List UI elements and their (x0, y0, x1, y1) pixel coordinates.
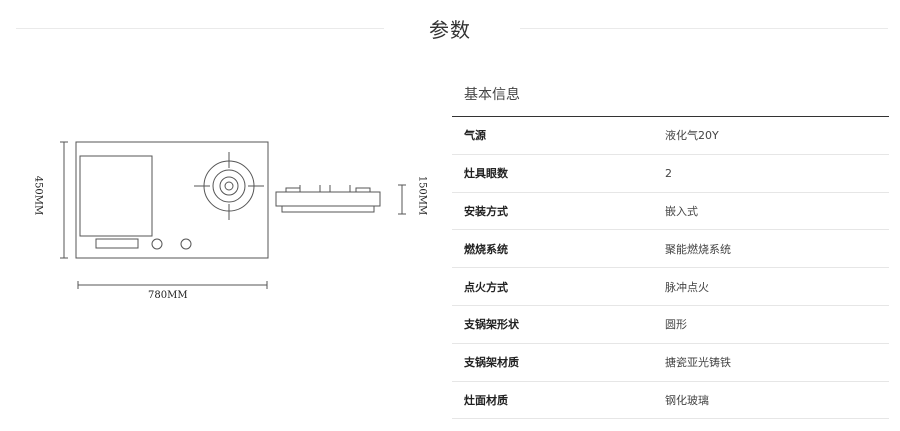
spec-row: 安装方式 嵌入式 (452, 193, 889, 231)
spec-key: 支锅架形状 (464, 318, 519, 332)
spec-value: 2 (665, 166, 672, 180)
spec-value: 圆形 (665, 318, 687, 332)
spec-value: 嵌入式 (665, 204, 698, 218)
section-title: 基本信息 (464, 87, 520, 103)
spec-row: 燃烧系统 聚能燃烧系统 (452, 230, 889, 269)
spec-key: 灶面材质 (464, 393, 508, 407)
spec-key: 安装方式 (464, 204, 508, 218)
left-burner-area (79, 155, 153, 237)
stove-side-view (275, 191, 381, 207)
spec-value: 液化气20Y (665, 129, 719, 143)
spec-value: 脉冲点火 (665, 280, 709, 294)
spec-value: 聚能燃烧系统 (665, 242, 731, 256)
spec-key: 支锅架材质 (464, 356, 519, 370)
spec-key: 气源 (464, 129, 486, 143)
burner-outer-ring (203, 160, 255, 212)
depth-label: 150MM (416, 175, 428, 216)
display-panel (95, 238, 139, 249)
stove-drawing (60, 141, 406, 289)
spec-key: 灶具眼数 (464, 167, 508, 181)
spec-table: 基本信息 气源 液化气20Y 灶具眼数 2 安装方式 嵌入式 燃烧系统 聚能燃烧… (452, 80, 889, 420)
stove-top-view (75, 141, 269, 259)
header-divider-right (520, 28, 888, 29)
spec-row: 灶面材质 钢化玻璃 (452, 382, 889, 420)
control-knob-left (151, 238, 163, 250)
spec-key: 点火方式 (464, 280, 508, 294)
spec-row: 灶具眼数 2 (452, 155, 889, 193)
spec-value: 搪瓷亚光铸铁 (665, 356, 731, 370)
spec-key: 燃烧系统 (464, 242, 508, 256)
width-label: 780MM (148, 290, 188, 301)
spec-row: 支锅架形状 圆形 (452, 306, 889, 344)
spec-row: 支锅架材质 搪瓷亚光铸铁 (452, 344, 889, 382)
spec-value: 钢化玻璃 (665, 393, 709, 407)
spec-row: 点火方式 脉冲点火 (452, 268, 889, 306)
header-divider-left (16, 28, 384, 29)
product-dimension-diagram: 780MM 450MM 150MM (30, 130, 430, 310)
spec-row: 气源 液化气20Y (452, 117, 889, 155)
page-title: 参数 (429, 18, 471, 42)
section-divider (452, 116, 889, 117)
height-label: 450MM (32, 175, 44, 216)
control-knob-right (180, 238, 192, 250)
